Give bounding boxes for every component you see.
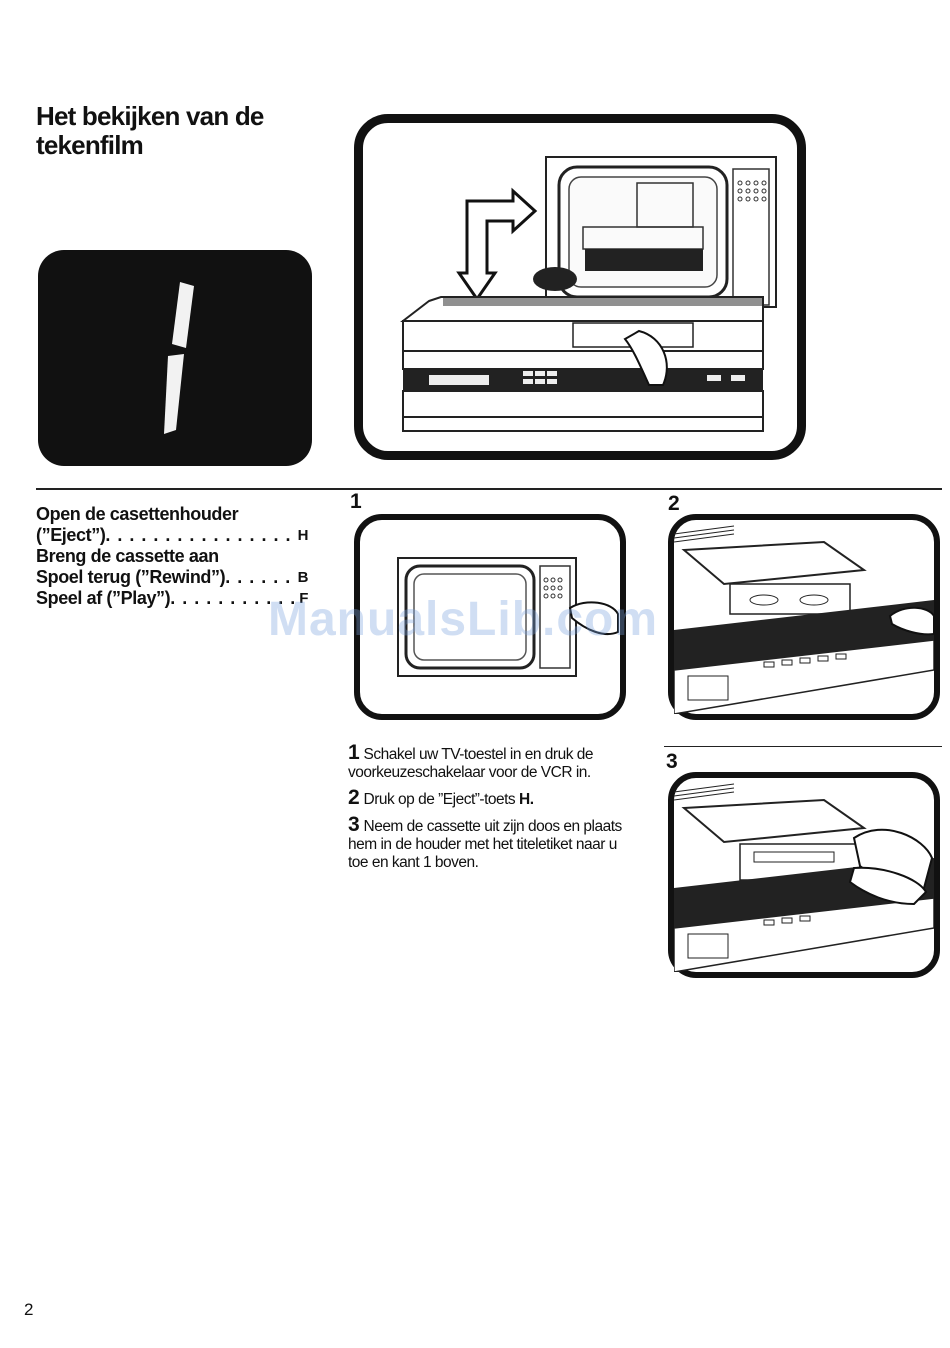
step-key: B <box>297 569 308 586</box>
page-number: 2 <box>24 1300 34 1319</box>
step-item: (”Eject”) H <box>36 525 308 546</box>
instruction-item: 3 Neem de cassette uit zijn doos en plaa… <box>348 813 638 872</box>
step-key: F <box>299 590 308 607</box>
steps-list: Open de casettenhouder (”Eject”) H Breng… <box>36 504 308 609</box>
step-item: Open de casettenhouder <box>36 504 239 524</box>
instruction-number: 3 <box>348 813 360 836</box>
figure-divider <box>664 746 942 747</box>
instruction-item: 2 Druk op de ”Eject”-toets H. <box>348 786 638 809</box>
leader-dots <box>225 567 295 588</box>
figure-2-illustration <box>668 514 940 720</box>
page-title-line1: Het bekijken van de <box>36 101 264 131</box>
section-divider <box>36 488 942 490</box>
instruction-number: 2 <box>348 786 360 809</box>
cassette-insert-drawing <box>674 783 934 972</box>
figure-1-illustration <box>354 514 626 720</box>
figure-number-3: 3 <box>666 750 678 773</box>
instruction-text: Druk op de ”Eject”-toets <box>363 791 516 808</box>
instructions: 1 Schakel uw TV-toestel in en druk de vo… <box>348 741 638 879</box>
step-item: Spoel terug (”Rewind”) B <box>36 567 308 588</box>
instruction-text: Schakel uw TV-toestel in en druk de voor… <box>348 746 594 781</box>
figure-number-1: 1 <box>350 490 362 513</box>
step-key: H <box>297 527 308 544</box>
figure-number-2: 2 <box>668 492 680 515</box>
main-tv-illustration <box>354 114 806 460</box>
step-item: Speel af (”Play”) F <box>36 588 308 609</box>
instruction-key: H. <box>519 791 534 808</box>
vcr-eject-drawing <box>674 525 934 714</box>
instruction-item: 1 Schakel uw TV-toestel in en druk de vo… <box>348 741 638 782</box>
instruction-number: 1 <box>348 741 360 764</box>
page-title-line2: tekenfilm <box>36 130 144 160</box>
step-item: Breng de cassette aan <box>36 546 219 566</box>
figure-3-illustration <box>668 772 940 978</box>
watermark: ManualsLib.com <box>268 593 659 646</box>
counter-display-illustration: 1 <box>38 250 312 466</box>
vcr-tv-drawing <box>400 156 777 432</box>
seven-segment-digit-icon <box>164 282 194 434</box>
tv-remote-press-drawing <box>397 557 619 677</box>
instruction-text: Neem de cassette uit zijn doos en plaats… <box>348 818 622 871</box>
page-title: Het bekijken van de tekenfilm <box>36 102 316 160</box>
leader-dots <box>105 525 295 546</box>
